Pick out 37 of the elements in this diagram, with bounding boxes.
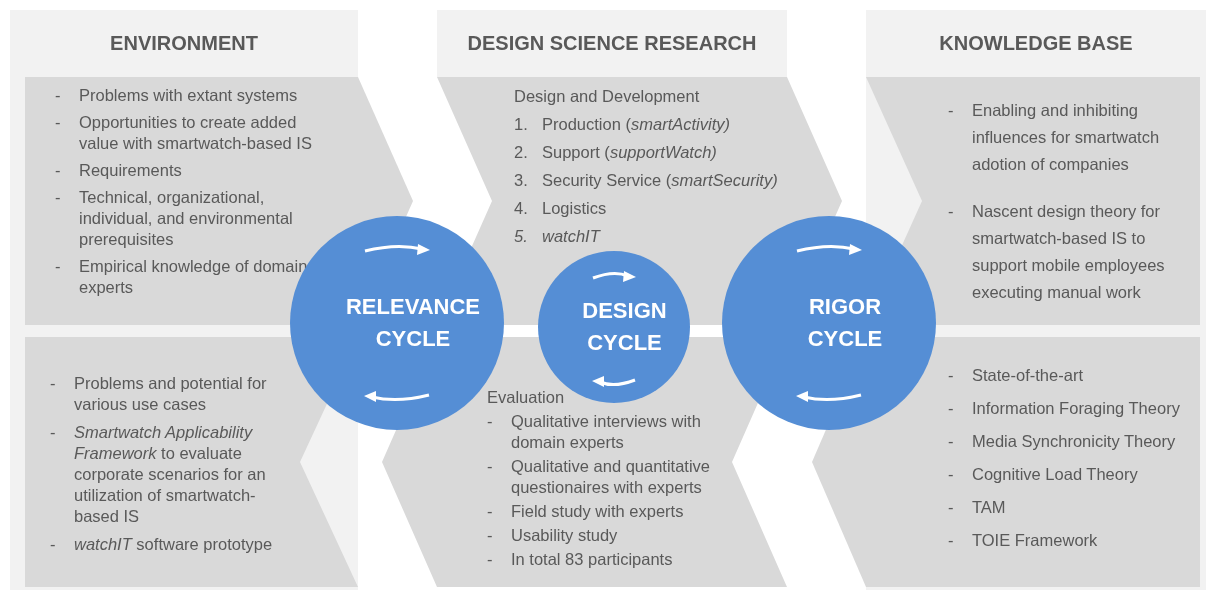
bullet-item: - Empirical knowledge of domain experts [55,256,309,298]
bullet-item: - Qualitative and quantitative questionaires with experts [487,456,712,498]
bullet-item: - Qualitative interviews with domain experts [487,411,702,453]
column-heading: DESIGN SCIENCE RESEARCH [466,32,758,55]
numbered-item: 4. Logistics [514,198,608,219]
cycle-circle [722,216,936,430]
bullet-item: - State-of-the-art [948,365,1084,386]
bullet-item: - Enabling and inhibiting influences for smartwatch adotion of companies [948,100,1161,175]
bullet-item: - Smartwatch Applicability Framework to evaluate corporate scenarios for an utilization of smartwatch-based IS [50,422,267,527]
numbered-item: 2. Support (supportWatch) [514,142,718,163]
bullet-item: - Cognitive Load Theory [948,464,1139,485]
bullet-item: - TOIE Framework [948,530,1099,551]
section-heading: Design and Development [514,86,701,107]
bullet-item: - Information Foraging Theory [948,398,1181,419]
cycle-label: RELEVANCE CYCLE [344,293,482,353]
bullet-item: - Problems and potential for various use cases [50,373,268,415]
chevron-band [25,337,358,587]
cycle-label: RIGOR CYCLE [806,293,884,353]
cycle-label: DESIGN CYCLE [581,297,668,357]
bullet-item: - In total 83 participants [487,549,674,570]
column-panel [437,10,787,77]
section-heading: Evaluation [487,387,566,408]
bullet-item: - Media Synchronicity Theory [948,431,1177,452]
numbered-item: 3. Security Service (smartSecurity) [514,170,779,191]
bullet-item: - Problems with extant systems [55,85,299,106]
column-heading: ENVIRONMENT [109,32,259,55]
numbered-item: 5. watchIT [514,226,602,247]
bullet-item: - TAM [948,497,1007,518]
numbered-item: 1. Production (smartActivity) [514,114,731,135]
column-heading: KNOWLEDGE BASE [938,32,1134,55]
bullet-item: - watchIT software prototype [50,534,274,555]
bullet-item: - Nascent design theory for smartwatch-based IS to support mobile employees executing manual work [948,201,1166,303]
bullet-item: - Opportunities to create added value with smartwatch-based IS [55,112,313,154]
bullet-item: - Usability study [487,525,619,546]
bullet-item: - Technical, organizational, individual, and environmental prerequisites [55,187,294,250]
bullet-item: - Field study with experts [487,501,685,522]
bullet-item: - Requirements [55,160,183,181]
